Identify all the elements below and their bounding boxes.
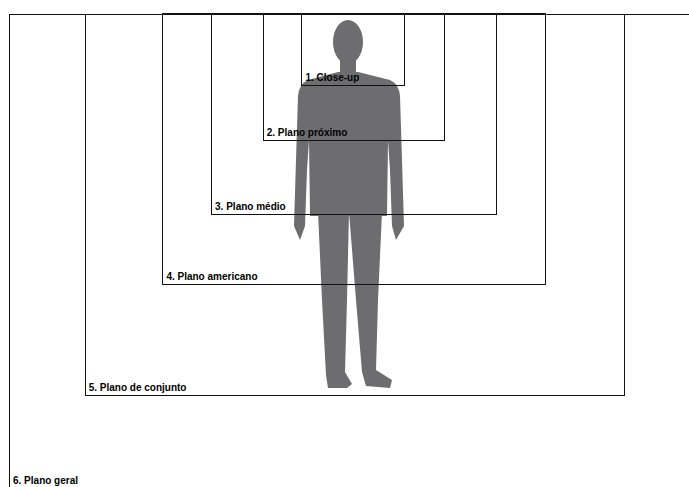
shot-label: 5. Plano de conjunto	[89, 382, 187, 394]
shot-label: 1. Close-up	[305, 72, 359, 84]
shot-label: 2. Plano próximo	[267, 127, 348, 139]
shot-frame: 5. Plano de conjunto 4. Plano americano 3.…	[85, 14, 625, 396]
shot-frame: 4. Plano americano 3. Plano médio 2. Plano…	[162, 13, 546, 285]
shot-label: 6. Plano geral	[13, 475, 78, 487]
shot-frame: 2. Plano próximo 1. Close-up	[263, 13, 445, 141]
shot-label: 4. Plano americano	[166, 271, 257, 283]
shot-frame: 3. Plano médio 2. Plano próximo 1. Close-u…	[211, 13, 497, 215]
shot-frame: 6. Plano geral 5. Plano de conjunto 4. Pla…	[9, 14, 689, 487]
silhouette-left-leg	[318, 212, 352, 388]
shot-label: 3. Plano médio	[215, 201, 286, 213]
silhouette-neck	[340, 56, 356, 74]
silhouette-right-leg	[349, 212, 392, 388]
shot-frame: 1. Close-up	[301, 13, 405, 86]
